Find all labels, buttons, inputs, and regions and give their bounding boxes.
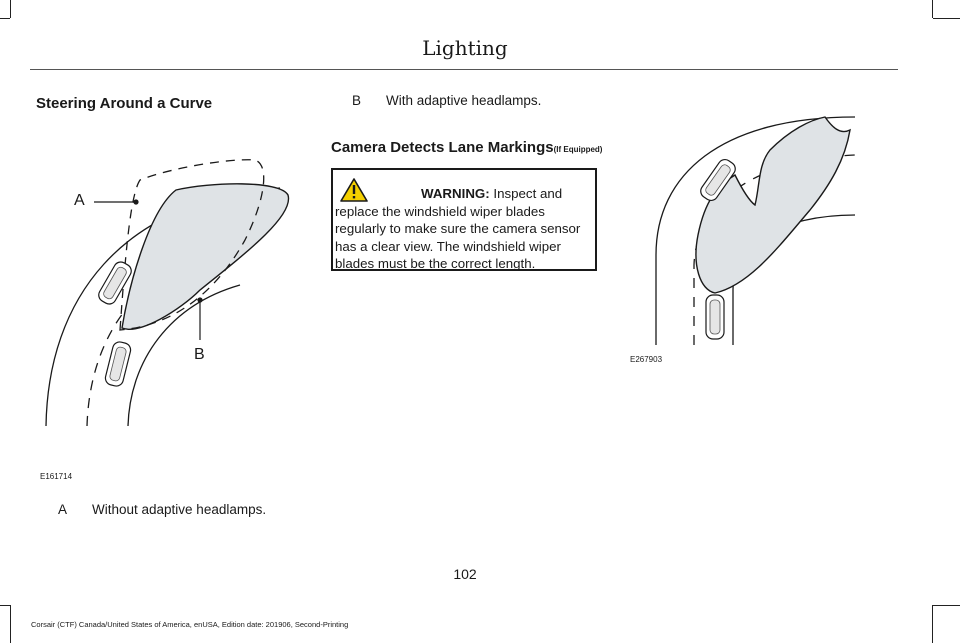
figure-label-a: A — [74, 192, 85, 209]
figure-label-b: B — [194, 346, 205, 363]
figure-lane-markings — [655, 116, 856, 345]
car-icon — [700, 158, 736, 202]
footer-text: Corsair (CTF) Canada/United States of Am… — [31, 620, 349, 629]
crop-mark — [0, 18, 10, 19]
subsection-title: Camera Detects Lane Markings(If Equipped… — [331, 139, 602, 156]
beam-with-adaptive — [121, 183, 290, 330]
warning-body: windshield wiper blades regularly to mak… — [335, 203, 581, 272]
callout-a: A Without adaptive headlamps. — [58, 502, 318, 520]
warning-lead: WARNING: — [421, 186, 490, 201]
page-number: 102 — [453, 566, 477, 582]
warning-triangle-icon — [340, 178, 368, 202]
crop-mark — [10, 0, 11, 18]
crop-mark — [0, 605, 10, 606]
callout-text: With adaptive headlamps. — [386, 93, 542, 108]
beam-without-adaptive — [119, 159, 265, 331]
figure-id: E267903 — [630, 355, 663, 364]
warning-text: WARNING: Inspect and replace the windshi… — [335, 185, 597, 273]
callout-key: A — [58, 502, 68, 517]
crop-mark — [933, 18, 960, 19]
subsection-title-text: Camera Detects Lane Markings — [331, 139, 554, 156]
crop-mark — [933, 605, 960, 606]
callout-b: B With adaptive headlamps. — [352, 93, 592, 111]
page-title: Lighting — [422, 36, 508, 60]
section-title: Steering Around a Curve — [36, 95, 213, 112]
warning-box: WARNING: Inspect and replace the windshi… — [331, 168, 597, 271]
car-icon — [104, 341, 132, 387]
subsection-suffix: (If Equipped) — [553, 145, 603, 154]
beam-camera-lane — [695, 116, 851, 294]
car-icon — [705, 294, 725, 340]
car-icon — [98, 261, 132, 305]
header-rule — [30, 69, 898, 70]
warning-first-line: Inspect and replace the — [335, 186, 563, 219]
road-edge-inner — [127, 284, 241, 427]
road-edge-outer — [655, 116, 856, 345]
crop-mark — [932, 605, 933, 643]
figure-id: E161714 — [40, 472, 73, 481]
callout-text: Without adaptive headlamps. — [92, 502, 267, 517]
callout-key: B — [352, 93, 362, 108]
crop-mark — [10, 605, 11, 643]
crop-mark — [932, 0, 933, 18]
figure-curve-headlamps — [45, 159, 290, 427]
